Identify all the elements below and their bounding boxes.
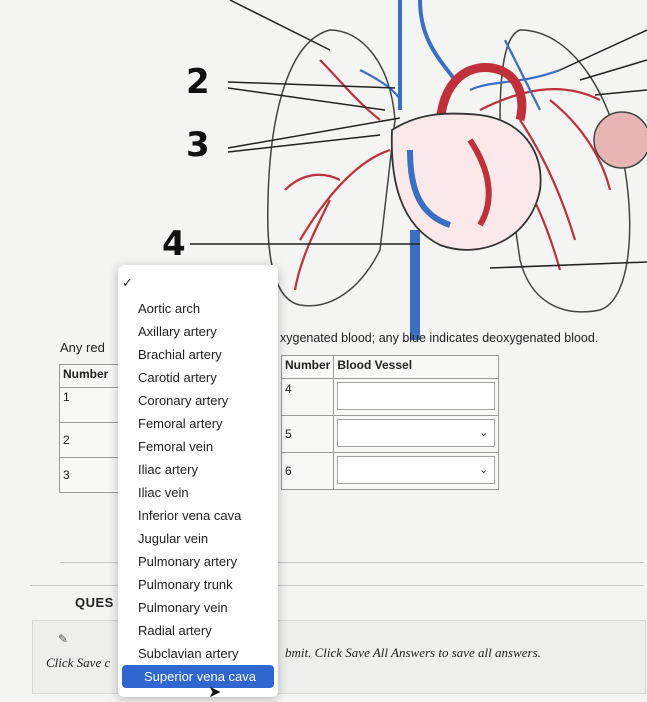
- instructions-fragment-left: Any red: [60, 340, 105, 355]
- dropdown-option[interactable]: Pulmonary vein: [138, 600, 228, 615]
- dropdown-option[interactable]: Pulmonary artery: [138, 554, 237, 569]
- capillary-bed: [593, 111, 647, 169]
- dropdown-option[interactable]: Carotid artery: [138, 370, 217, 385]
- pointer-cursor-icon: ➤: [208, 684, 222, 701]
- divider: [30, 585, 644, 586]
- answer-table-right: Number Blood Vessel 4 5 ⌄ 6 ⌄: [280, 355, 500, 490]
- row-number: 4: [280, 378, 335, 416]
- dropdown-option[interactable]: Radial artery: [138, 623, 212, 638]
- footer-instruction-right: bmit. Click Save All Answers to save all…: [285, 645, 541, 660]
- blood-vessel-cell: [333, 378, 500, 416]
- blood-vessel-cell: ⌄: [333, 452, 500, 490]
- instructions-fragment-right: xygenated blood; any blue indicates deox…: [280, 331, 599, 345]
- dropdown-option[interactable]: Aortic arch: [138, 301, 201, 316]
- blood-vessel-header: Blood Vessel: [333, 355, 500, 379]
- chevron-down-icon: ⌄: [479, 464, 489, 476]
- circulation-diagram: [0, 0, 647, 340]
- aorta: [435, 63, 527, 131]
- venous-vessels: [359, 0, 561, 340]
- table-row: 3: [59, 457, 119, 493]
- dropdown-option[interactable]: Brachial artery: [138, 347, 222, 362]
- question-heading: QUES: [75, 595, 114, 610]
- dropdown-options: Aortic arch Axillary artery Brachial art…: [118, 297, 278, 688]
- dropdown-option[interactable]: Jugular vein: [138, 531, 209, 546]
- dropdown-option[interactable]: Axillary artery: [138, 324, 217, 339]
- blood-vessel-select[interactable]: ⌄: [337, 419, 496, 447]
- blood-vessel-cell: ⌄: [333, 415, 500, 453]
- dropdown-option[interactable]: Femoral vein: [138, 439, 214, 454]
- pencil-icon: ✎: [58, 632, 69, 646]
- blood-vessel-select[interactable]: ⌄: [337, 456, 496, 484]
- table-row: 6 ⌄: [280, 452, 500, 490]
- table-row: 5 ⌄: [280, 415, 500, 453]
- row-number: 3: [59, 457, 119, 493]
- dropdown-option-highlighted[interactable]: Superior vena cava: [122, 665, 274, 688]
- left-lung-outline: [499, 29, 631, 313]
- blood-vessel-dropdown-menu[interactable]: ✓ Aortic arch Axillary artery Brachial a…: [118, 265, 278, 697]
- table-row: 1: [59, 387, 119, 423]
- number-header: Number: [280, 355, 335, 379]
- table-row: 4: [280, 378, 500, 416]
- diagram-label-3: 3: [186, 125, 210, 165]
- dropdown-option[interactable]: Iliac artery: [138, 462, 198, 477]
- row-number: 2: [59, 422, 119, 458]
- chevron-down-icon: ⌄: [479, 427, 489, 439]
- number-header: Number: [59, 364, 119, 388]
- dropdown-option[interactable]: Femoral artery: [138, 416, 223, 431]
- dropdown-option[interactable]: Coronary artery: [138, 393, 229, 408]
- diagram-label-2: 2: [186, 62, 210, 102]
- row-number: 1: [59, 387, 119, 423]
- dropdown-option[interactable]: Subclavian artery: [138, 646, 239, 661]
- arterial-branches: [284, 59, 612, 291]
- dropdown-option[interactable]: Iliac vein: [138, 485, 189, 500]
- checkmark-icon: ✓: [122, 275, 133, 290]
- footer-instruction-left: Click Save c: [46, 655, 111, 670]
- row-number: 6: [280, 452, 335, 490]
- dropdown-option[interactable]: Pulmonary trunk: [138, 577, 233, 592]
- diagram-label-4: 4: [162, 224, 186, 264]
- row-number: 5: [280, 415, 335, 453]
- blood-vessel-select[interactable]: [337, 382, 496, 410]
- divider: [60, 562, 644, 563]
- right-lung-outline: [266, 29, 396, 307]
- leader-lines: [190, 0, 647, 269]
- answer-table-left: Number 1 2 3: [59, 364, 119, 493]
- dropdown-option[interactable]: Inferior vena cava: [138, 508, 242, 523]
- table-row: 2: [59, 422, 119, 458]
